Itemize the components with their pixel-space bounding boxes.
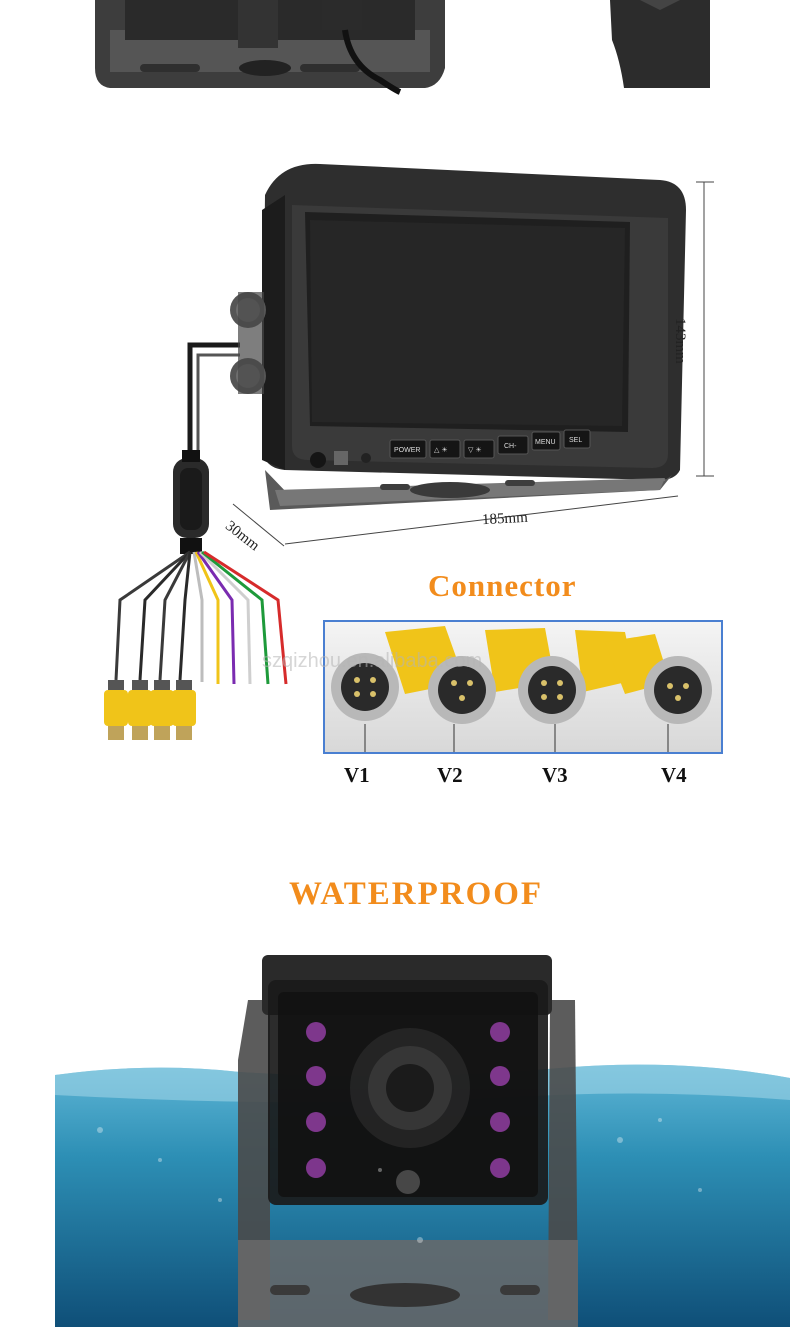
cable-fanout [104, 550, 288, 740]
dimension-width: 185mm [481, 509, 529, 529]
connector-label-v4: V4 [661, 763, 687, 787]
btn-sel-label: SEL [569, 437, 582, 444]
connector-label-v1: V1 [344, 763, 370, 787]
waterproof-camera-scene [55, 955, 790, 1327]
connector-label-v2: V2 [437, 763, 463, 787]
monitor-buttons [389, 429, 591, 459]
waterproof-heading: WATERPROOF [289, 876, 544, 912]
btn-down-label: ▽ ☀ [468, 446, 482, 454]
btn-ch-label: CH- [504, 443, 517, 450]
rca-plugs [104, 680, 196, 740]
btn-menu-label: MENU [535, 439, 556, 446]
watermark: szqizhou.en.alibaba.com [262, 650, 483, 672]
connector-label-v3: V3 [542, 763, 568, 787]
connector-heading: Connector [428, 568, 577, 603]
top-monitor-bottom-view [95, 0, 710, 95]
dimension-height: 143mm [672, 318, 688, 364]
connector-panel [323, 620, 723, 754]
btn-power-label: POWER [394, 447, 420, 454]
btn-up-label: △ ☀ [434, 446, 448, 454]
monitor-illustration: POWER △ ☀ ▽ ☀ CH- MENU SEL [173, 163, 714, 554]
connector-photo [331, 626, 712, 752]
